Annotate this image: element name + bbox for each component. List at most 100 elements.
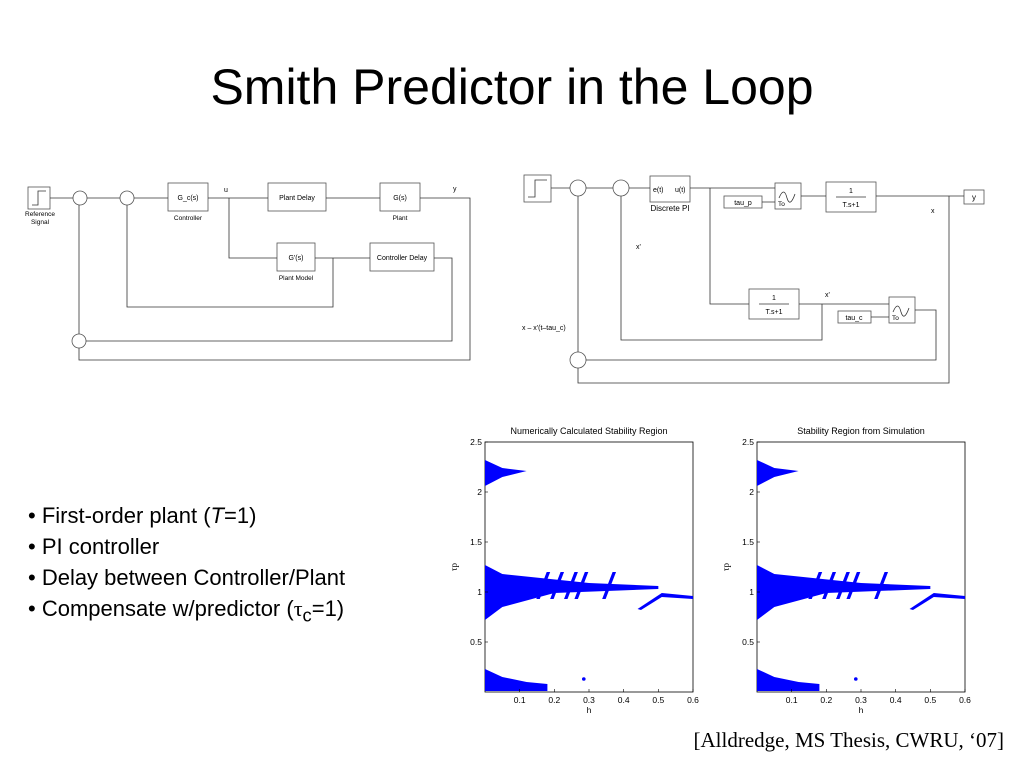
stability-region xyxy=(874,572,889,599)
bullet-item: • Compensate w/predictor (τc=1) xyxy=(28,596,345,626)
x-tick-label: 0.6 xyxy=(687,695,699,705)
controller-block-text: G_c(s) xyxy=(178,195,199,202)
controller-delay-text: Controller Delay xyxy=(377,255,428,262)
bullet-item: • Delay between Controller/Plant xyxy=(28,565,346,590)
delay-to-label-2: To xyxy=(892,315,899,322)
stability-region xyxy=(485,565,659,620)
bullet-item: • First-order plant (T=1) xyxy=(28,503,257,528)
plot-title: Stability Region from Simulation xyxy=(797,426,925,436)
plant-delay-text: Plant Delay xyxy=(279,195,315,202)
bullet-item: • PI controller xyxy=(28,534,160,559)
slide-title: Smith Predictor in the Loop xyxy=(210,59,814,115)
output-y-label: y xyxy=(972,193,976,202)
plant-model-block xyxy=(276,242,316,272)
stability-region xyxy=(564,572,578,599)
signal-xprime-label: x' xyxy=(636,244,641,251)
y-tick-label: 1.5 xyxy=(742,537,754,547)
tf2-numerator: 1 xyxy=(772,295,776,302)
stability-region xyxy=(808,572,823,599)
left-block-diagram: Reference Signal G_c(s) Controller Plant… xyxy=(25,182,471,361)
stability-region xyxy=(582,677,586,681)
x-tick-label: 0.2 xyxy=(548,695,560,705)
y-tick-label: 1.5 xyxy=(470,537,482,547)
step-source-block xyxy=(523,174,552,203)
stability-region xyxy=(854,677,858,681)
stability-region xyxy=(846,572,861,599)
stability-region xyxy=(550,572,565,599)
delay-to-label-1: To xyxy=(778,201,785,208)
tau-c-label: tau_c xyxy=(845,315,863,322)
y-tick-label: 2.5 xyxy=(742,437,754,447)
signal-error-label: x – x'(t–tau_c) xyxy=(522,325,566,332)
x-tick-label: 0.1 xyxy=(786,695,798,705)
pi-input-label: e(t) xyxy=(653,187,664,194)
right-wires xyxy=(551,187,964,384)
plot-axes-frame xyxy=(756,441,966,693)
signal-u-label: u xyxy=(224,187,228,194)
x-axis-label: h xyxy=(859,705,864,715)
reference-signal-block xyxy=(27,186,51,210)
variable-delay-block-2 xyxy=(888,296,916,324)
discrete-pi-block xyxy=(649,175,691,203)
variable-delay-block-1 xyxy=(774,182,802,210)
sum-junction-3 xyxy=(71,333,87,349)
stability-region xyxy=(637,593,693,610)
stability-region xyxy=(822,572,837,599)
right-block-diagram: e(t) u(t) Discrete PI tau_p To 1 T.s+1 y… xyxy=(522,174,985,384)
stability-region xyxy=(836,572,850,599)
sum-junction-r2 xyxy=(612,179,630,197)
left-wires xyxy=(50,197,471,361)
tau-p-label: tau_p xyxy=(734,200,752,207)
x-tick-label: 0.3 xyxy=(855,695,867,705)
y-tick-label: 1 xyxy=(477,587,482,597)
y-tick-label: 0.5 xyxy=(470,637,482,647)
reference-label-1: Reference xyxy=(25,211,55,218)
plant-model-text: G'(s) xyxy=(289,255,304,262)
delay-wave-icon-1 xyxy=(778,191,796,203)
signal-y-label: y xyxy=(453,186,457,193)
y-tick-label: 2 xyxy=(749,487,754,497)
signal-x-label: x xyxy=(931,208,935,215)
stability-region xyxy=(485,669,548,691)
sum-junction-r3 xyxy=(569,351,587,369)
x-tick-label: 0.4 xyxy=(618,695,630,705)
stability-plot-numerical: Numerically Calculated Stability Region 0… xyxy=(449,426,699,715)
x-tick-label: 0.1 xyxy=(514,695,526,705)
plant-block xyxy=(379,182,421,212)
bullet-list: • First-order plant (T=1) • PI controlle… xyxy=(28,500,345,630)
y-tick-label: 2 xyxy=(477,487,482,497)
tf1-denominator: T.s+1 xyxy=(843,202,860,209)
y-axis-label: τp xyxy=(449,562,459,571)
y-tick-label: 0.5 xyxy=(742,637,754,647)
step-icon xyxy=(32,190,46,206)
citation: [Alldredge, MS Thesis, CWRU, ‘07] xyxy=(693,728,1005,752)
x-tick-label: 0.3 xyxy=(583,695,595,705)
delay-wave-icon-2 xyxy=(892,305,910,317)
plot-title: Numerically Calculated Stability Region xyxy=(510,426,667,436)
x-tick-label: 0.2 xyxy=(820,695,832,705)
stability-region xyxy=(757,460,799,486)
controller-delay-block xyxy=(369,242,435,272)
pi-output-label: u(t) xyxy=(675,187,686,194)
stability-region xyxy=(757,565,931,620)
signal-xprime2-label: x' xyxy=(825,292,830,299)
x-tick-label: 0.5 xyxy=(924,695,936,705)
stability-region xyxy=(485,460,527,486)
stability-region xyxy=(909,593,965,610)
step-icon-right xyxy=(528,179,547,198)
x-tick-label: 0.4 xyxy=(890,695,902,705)
plant-delay-block xyxy=(267,182,327,212)
stability-region xyxy=(536,572,551,599)
sum-junction-r1 xyxy=(569,179,587,197)
y-axis-label: τp xyxy=(721,562,731,571)
x-tick-label: 0.5 xyxy=(652,695,664,705)
stability-plot-simulation: Stability Region from Simulation 0.1 0.2 0.… xyxy=(721,426,971,715)
plant-block-text: G(s) xyxy=(393,195,407,202)
tf1-numerator: 1 xyxy=(849,188,853,195)
controller-label: Controller xyxy=(174,215,203,222)
tf2-denominator: T.s+1 xyxy=(766,309,783,316)
pi-label: Discrete PI xyxy=(650,204,689,213)
plant-label: Plant xyxy=(393,215,408,222)
stability-region xyxy=(757,669,820,691)
